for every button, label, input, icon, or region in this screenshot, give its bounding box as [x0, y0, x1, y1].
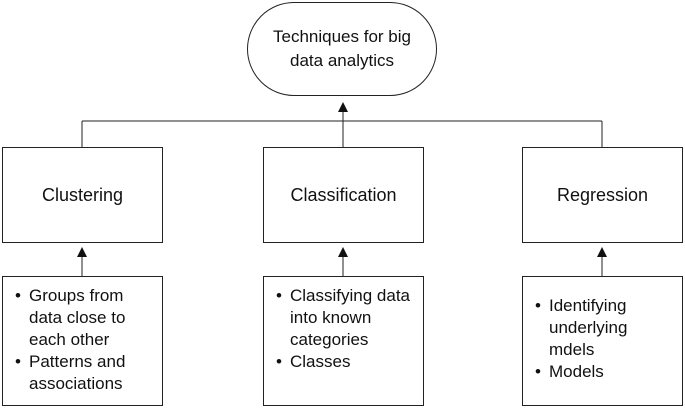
detail-list: Groups from data close to each other Pat…	[15, 285, 152, 395]
root-label: Techniques for big data analytics	[273, 27, 411, 70]
detail-list: Identifying underlying mdels Models	[535, 295, 672, 383]
category-title: Clustering	[41, 184, 124, 205]
list-item: Patterns and associations	[15, 351, 152, 395]
list-item: Classes	[276, 351, 413, 373]
list-item: Classifying data into known categories	[276, 285, 413, 351]
category-classification: Classification	[263, 147, 424, 243]
category-clustering: Clustering	[2, 147, 163, 243]
category-title: Classification	[290, 184, 397, 205]
detail-regression: Identifying underlying mdels Models	[522, 276, 683, 406]
detail-classification: Classifying data into known categories C…	[263, 276, 424, 406]
category-regression: Regression	[522, 147, 683, 243]
list-item: Identifying underlying mdels	[535, 295, 672, 361]
detail-list: Classifying data into known categories C…	[276, 285, 413, 373]
list-item: Groups from data close to each other	[15, 285, 152, 351]
list-item: Models	[535, 361, 672, 383]
root-node: Techniques for big data analytics	[247, 2, 437, 96]
category-title: Regression	[556, 184, 649, 205]
detail-clustering: Groups from data close to each other Pat…	[2, 276, 163, 406]
